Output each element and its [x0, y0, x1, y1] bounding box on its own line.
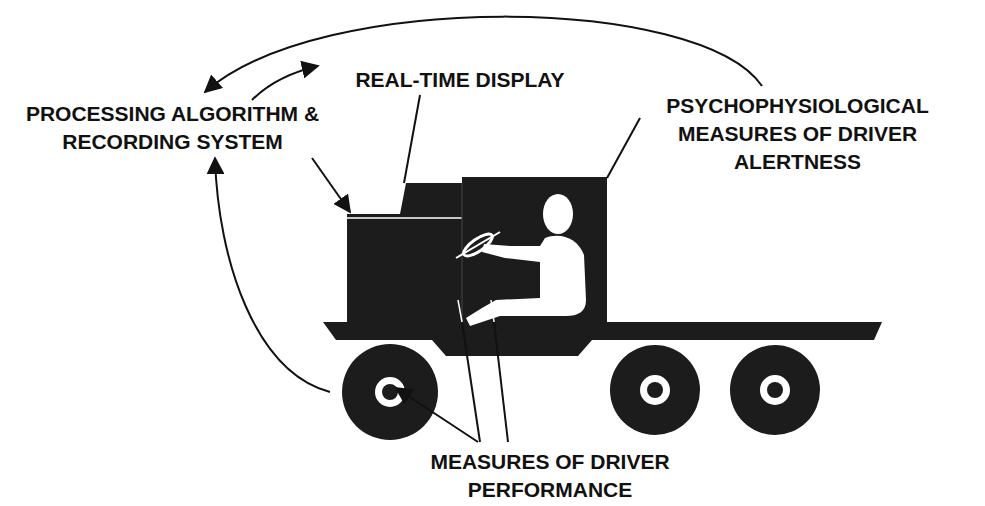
wheel-hub-center	[647, 382, 663, 398]
leader-line	[458, 300, 462, 322]
performance-arrow	[215, 158, 330, 392]
rear-wheel	[730, 345, 820, 435]
annotation-label: PROCESSING ALGORITHM & RECORDING SYSTEM	[5, 100, 340, 156]
wheel-hub	[640, 375, 670, 405]
leader-line	[462, 322, 480, 442]
rear-wheel	[610, 345, 700, 435]
wheel-hub	[760, 375, 790, 405]
leader-arrow	[396, 388, 478, 442]
hood-line	[347, 217, 462, 219]
leader-line	[607, 118, 640, 178]
annotation-label: PSYCHOPHYSIOLOGICAL MEASURES OF DRIVER A…	[615, 92, 980, 176]
leader-line	[491, 300, 494, 322]
wheel-hub-center	[767, 382, 783, 398]
annotation-label: REAL-TIME DISPLAY	[330, 66, 590, 94]
annotation-label: MEASURES OF DRIVER PERFORMANCE	[390, 448, 710, 504]
display-arrow	[252, 66, 318, 100]
leader-line	[404, 95, 420, 183]
wheel-hub-center	[382, 384, 398, 400]
steering-wheel	[461, 230, 496, 259]
leader-line	[494, 322, 508, 442]
leader-arrow	[312, 158, 350, 212]
driver-head	[543, 194, 573, 234]
front-wheel	[342, 344, 438, 440]
